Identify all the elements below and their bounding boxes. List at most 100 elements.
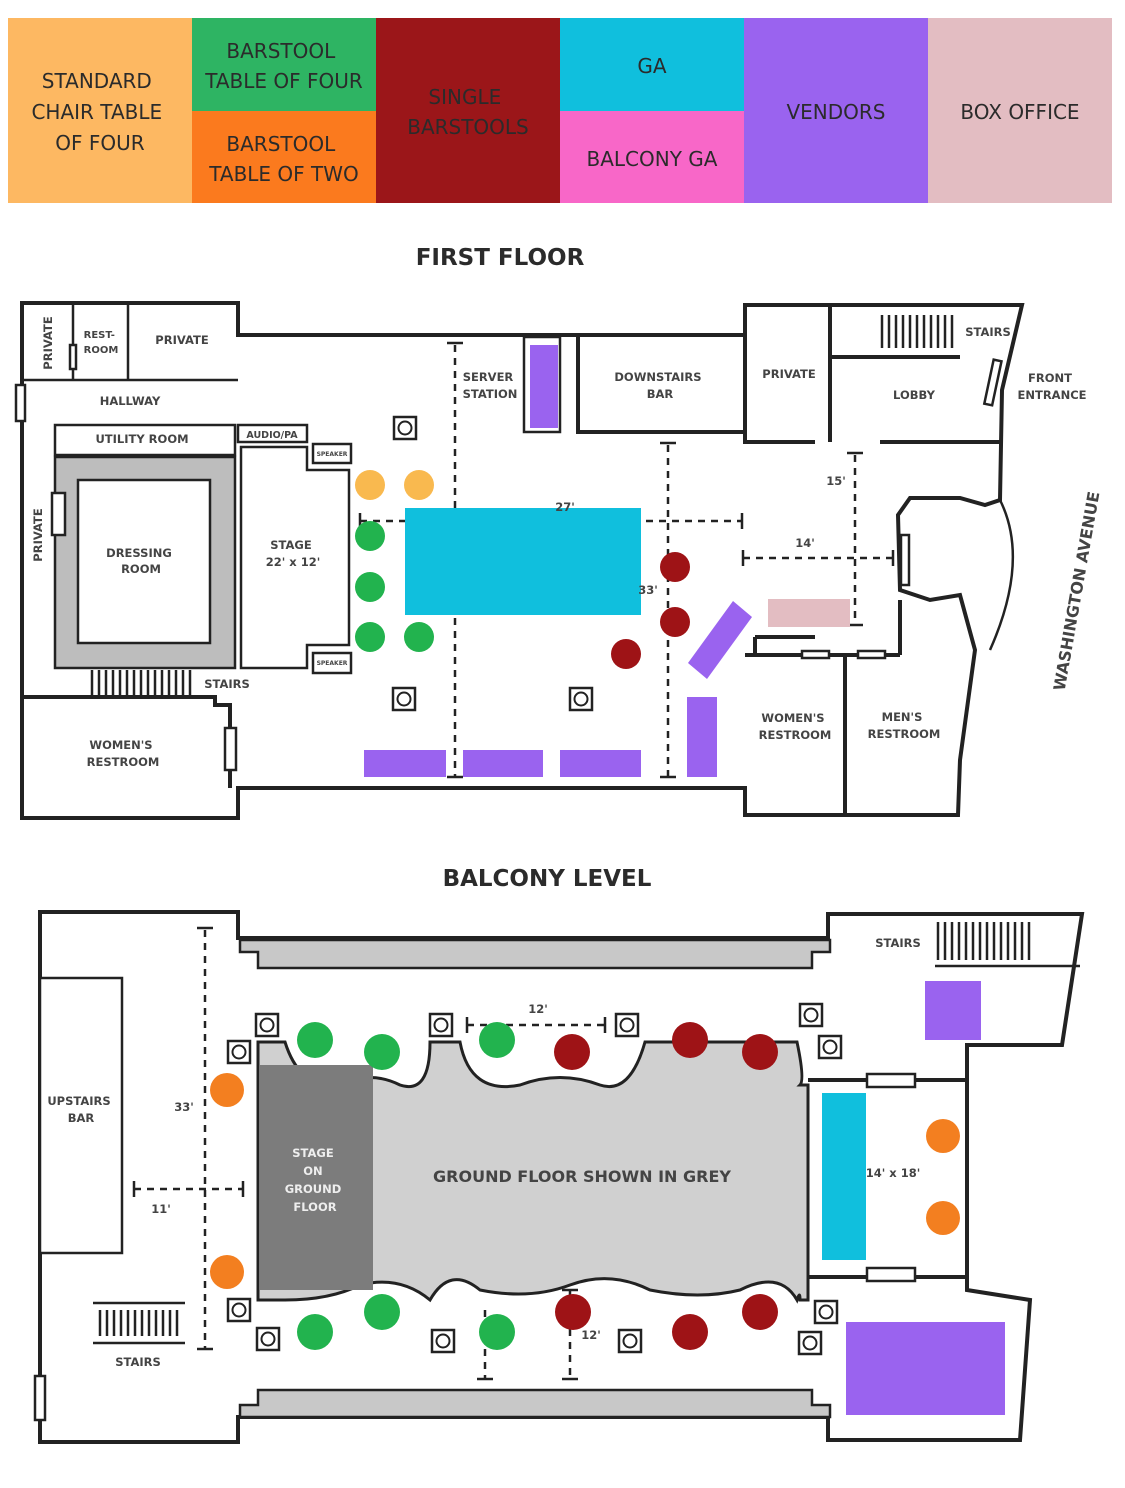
dressing-room-label: DRESSING ROOM [106, 546, 176, 576]
single-barstool[interactable] [555, 1294, 591, 1330]
room-hallway: HALLWAY [100, 394, 161, 408]
lobby-label: LOBBY [893, 388, 936, 402]
vendor-booth-diagonal [688, 601, 752, 679]
single-barstool[interactable] [660, 552, 690, 582]
vendor-booth-bottom-1 [364, 750, 446, 777]
legend-label-box-office: BOX OFFICE [960, 100, 1079, 124]
dimension-caps [660, 441, 676, 779]
restroom-walls-right [745, 600, 902, 815]
dimension-label-11: 11' [151, 1202, 171, 1216]
single-barstool[interactable] [742, 1034, 778, 1070]
speaker-label-bottom: SPEAKER [317, 660, 348, 667]
dimension-caps [447, 341, 463, 779]
barstool-table-of-four[interactable] [297, 1022, 333, 1058]
column-icon [817, 1034, 843, 1060]
single-barstool[interactable] [742, 1294, 778, 1330]
speaker-icon [392, 415, 418, 441]
room-private-top-left: PRIVATE [41, 316, 55, 370]
stairs-label-left: STAIRS [204, 677, 250, 691]
single-barstool[interactable] [672, 1022, 708, 1058]
barstool-table-of-four[interactable] [355, 521, 385, 551]
barstool-table-of-two[interactable] [210, 1255, 244, 1289]
vendor-booth-bottom-2 [463, 750, 543, 777]
barstool-table-of-two[interactable] [926, 1201, 960, 1235]
balcony-level-title: BALCONY LEVEL [443, 866, 652, 892]
column-icon [428, 1012, 454, 1038]
barstool-table-of-four[interactable] [297, 1314, 333, 1350]
column-icon [226, 1039, 252, 1065]
balcony-plan: UPSTAIRS BAR STAGE ON GROUND FLOOR GROUN… [33, 910, 1085, 1444]
balcony-rail-bottom [238, 1388, 832, 1419]
column-icon [254, 1012, 280, 1038]
room-restroom: REST- ROOM [84, 330, 119, 356]
column-icon [255, 1326, 281, 1352]
vendor-booth [530, 345, 558, 428]
upstairs-bar-label: UPSTAIRS BAR [47, 1094, 114, 1125]
stage-on-ground-floor-label: STAGE ON GROUND FLOOR [285, 1146, 346, 1214]
speaker-box-top [311, 442, 353, 465]
single-barstool[interactable] [611, 639, 641, 669]
speaker-box-bottom [311, 651, 353, 675]
barstool-table-of-four[interactable] [479, 1022, 515, 1058]
barstool-table-of-four[interactable] [355, 622, 385, 652]
stairs-label-balcony-bottom: STAIRS [115, 1355, 161, 1369]
audio-pa [236, 423, 309, 444]
balcony-outer-wall [38, 910, 1085, 1444]
dimension-label-33-balcony: 33' [174, 1100, 194, 1114]
room-private-left: PRIVATE [31, 508, 45, 562]
dressing-room-door [50, 491, 67, 537]
barstool-table-of-four[interactable] [364, 1034, 400, 1070]
column-icon [617, 1328, 643, 1354]
barstool-table-of-four[interactable] [355, 572, 385, 602]
speaker-icon [391, 686, 417, 712]
barstool-table-of-two[interactable] [210, 1073, 244, 1107]
chair-table-of-four[interactable] [355, 470, 385, 500]
barstool-table-of-two[interactable] [926, 1119, 960, 1153]
single-barstool[interactable] [672, 1314, 708, 1350]
dimension-label-27: 27' [555, 500, 575, 514]
speaker-icon [568, 686, 594, 712]
stairs-label-lobby: STAIRS [965, 325, 1011, 339]
dimension-caps [465, 1017, 607, 1033]
downstairs-bar-wall [576, 335, 745, 434]
column-icon [798, 1002, 824, 1028]
audio-pa-label: AUDIO/PA [246, 430, 298, 441]
legend-swatch-barstool-two [192, 111, 376, 203]
dimension-caps [741, 550, 895, 566]
private-right-label: PRIVATE [762, 367, 816, 381]
vendor-booth-balcony-top [925, 981, 981, 1040]
barstool-table-of-four[interactable] [404, 622, 434, 652]
chair-table-of-four[interactable] [404, 470, 434, 500]
column-icon [430, 1328, 456, 1354]
stairs-icon-lobby [880, 315, 954, 348]
ground-floor-void [256, 1040, 810, 1304]
box-office [768, 599, 850, 627]
barstool-table-of-four[interactable] [479, 1314, 515, 1350]
single-barstool[interactable] [660, 607, 690, 637]
barstool-table-of-four[interactable] [364, 1294, 400, 1330]
mens-restroom-door [856, 649, 887, 660]
womens-restroom-right-label: WOMEN'S RESTROOM [759, 711, 832, 742]
legend-swatch-barstool-four [192, 18, 376, 111]
first-floor-title: FIRST FLOOR [416, 245, 585, 271]
womens-restroom-label: WOMEN'S RESTROOM [87, 738, 160, 769]
single-barstool[interactable] [554, 1034, 590, 1070]
upstairs-bar [38, 976, 124, 1255]
column-icon [813, 1299, 839, 1325]
dimension-label-14x18: 14' x 18' [866, 1166, 920, 1180]
legend-swatch-balcony-ga [560, 111, 744, 203]
front-entrance-door [982, 358, 1003, 407]
utility-room [53, 423, 237, 457]
side-door [899, 533, 911, 587]
legend-label-balcony-ga: BALCONY GA [587, 147, 718, 171]
stairs-icon-balcony-bottom [93, 1301, 185, 1345]
dimension-label-14: 14' [795, 536, 815, 550]
legend-swatch-vendors [744, 18, 928, 203]
ga-area-balcony [822, 1093, 866, 1260]
stage-on-ground-floor [260, 1065, 373, 1290]
dimension-label-33: 33' [638, 583, 658, 597]
room-private-top: PRIVATE [155, 333, 209, 347]
front-entrance-label: FRONT ENTRANCE [1018, 371, 1087, 402]
mens-restroom-label: MEN'S RESTROOM [868, 710, 941, 741]
stage-label: STAGE 22' x 12' [266, 538, 320, 569]
